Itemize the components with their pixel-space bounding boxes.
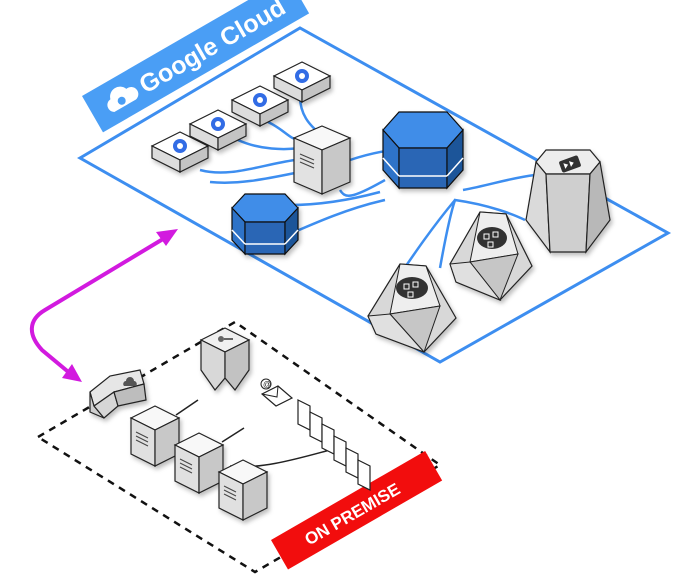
tunnel-gateway [525,149,611,254]
kubernetes-node-4 [272,61,332,103]
server-2 [173,432,225,494]
vpn-gateway [89,369,147,419]
function-icon [396,277,428,299]
document [321,423,335,455]
directory-server [199,327,251,391]
arrowhead-down [62,364,82,382]
document [345,447,359,479]
kubernetes-node-1 [150,131,210,173]
function-icon [477,227,507,249]
document [357,459,371,491]
cloud-server [292,125,352,195]
svg-text:@: @ [263,380,271,389]
mail-icon: @ [260,378,294,407]
hybrid-connection-arrow [29,234,170,377]
forward-icon [559,155,581,173]
server-1 [129,405,181,467]
blue-database-small [231,193,299,256]
document [333,435,347,467]
server-3 [217,459,269,521]
arrowhead-up [156,229,178,246]
function-node-1 [449,211,533,302]
document [297,399,311,431]
function-node-2 [367,263,457,353]
blue-database-large [382,111,464,190]
kubernetes-node-2 [188,109,248,151]
cloud-icon [107,86,139,112]
document [309,411,323,443]
document-stack [297,399,371,491]
key-icon [218,336,233,342]
cloud-icon [123,377,137,386]
kubernetes-node-3 [230,85,290,127]
